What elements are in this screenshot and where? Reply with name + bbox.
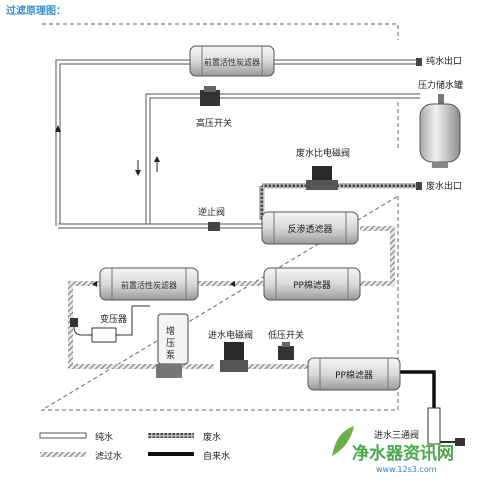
booster-pump-label-3: 泵 — [166, 350, 175, 361]
watermark: 净水器资讯网 www.12s3.com — [332, 426, 454, 474]
inlet-solenoid-label: 进水电磁阀 — [208, 329, 253, 341]
high-pressure-switch — [200, 86, 220, 106]
booster-pump-label-2: 压 — [166, 338, 175, 349]
inlet-ball-valve-label: 进水三通阀 — [374, 429, 419, 441]
waste-outlet-fitting — [416, 182, 422, 190]
housing-outline — [40, 23, 399, 411]
legend-label: 废水 — [203, 431, 221, 443]
leaf-icon — [332, 426, 354, 456]
flow-arrows — [55, 125, 335, 369]
waste-water-pipes — [259, 183, 418, 220]
check-valve-label: 逆止阀 — [198, 206, 225, 218]
legend-item-filtered: 滤过水 — [40, 450, 122, 462]
filter-front-carbon-top: 前置活性炭滤器 — [189, 45, 275, 77]
pressure-tank-label: 压力储水罐 — [418, 79, 463, 91]
filter-label: PP棉滤器 — [335, 369, 373, 381]
legend: 纯水 废水 滤过水 自来水 — [39, 431, 230, 462]
pure-outlet-fitting — [416, 58, 422, 66]
inlet-ball-valve — [427, 407, 465, 446]
diagram-title: 过滤原理图： — [6, 4, 66, 17]
low-pressure-switch-label: 低压开关 — [268, 329, 304, 341]
pure-water-pipes — [55, 59, 420, 229]
transformer-label: 变压器 — [100, 313, 127, 325]
high-pressure-switch-label: 高压开关 — [196, 117, 232, 129]
filter-label: 前置活性炭滤器 — [204, 57, 260, 67]
filter-pp-bottom: PP棉滤器 — [307, 357, 401, 391]
transformer — [70, 305, 150, 343]
watermark-url: www.12s3.com — [376, 465, 437, 474]
pressure-tank — [419, 94, 461, 168]
filter-label: 反渗透滤器 — [287, 223, 332, 235]
filter-pp-mid: PP棉滤器 — [263, 267, 361, 301]
filter-ro: 反渗透滤器 — [261, 211, 359, 245]
booster-pump — [156, 313, 189, 378]
booster-pump-label-1: 增 — [166, 325, 175, 337]
legend-label: 自来水 — [203, 450, 230, 462]
low-pressure-switch — [278, 342, 294, 360]
check-valve — [208, 222, 220, 231]
tap-water-pipe — [400, 370, 436, 410]
legend-item-tap: 自来水 — [148, 450, 230, 462]
filter-label: PP棉滤器 — [293, 279, 331, 291]
legend-item-pure: 纯水 — [39, 431, 113, 443]
inlet-solenoid-valve — [220, 342, 248, 372]
filter-label: 前置活性炭滤器 — [121, 280, 177, 290]
legend-label: 纯水 — [95, 431, 113, 443]
waste-outlet-label: 废水出口 — [426, 180, 462, 192]
legend-item-waste: 废水 — [148, 431, 221, 443]
pure-outlet-label: 纯水出口 — [426, 55, 462, 67]
waste-ratio-solenoid — [306, 166, 338, 190]
waste-ratio-solenoid-label: 废水比电磁阀 — [296, 147, 350, 159]
legend-label: 滤过水 — [95, 450, 122, 462]
watermark-text: 净水器资讯网 — [352, 443, 454, 464]
filter-front-carbon-bottom: 前置活性炭滤器 — [99, 267, 199, 301]
